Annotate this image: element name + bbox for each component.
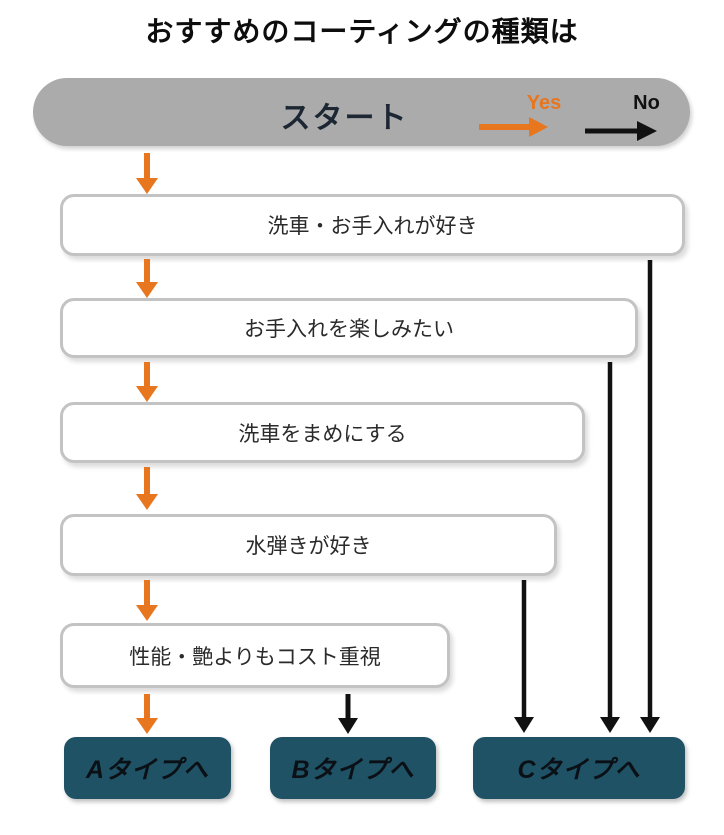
legend-no-label: No <box>633 92 660 114</box>
yes-arrow-q1-to-q2 <box>136 259 158 298</box>
yes-arrow-start-to-q1 <box>136 153 158 194</box>
start-label: スタート <box>280 102 409 135</box>
yes-arrow-q3-to-q4 <box>136 467 158 510</box>
no-line-q4-to-c <box>514 580 534 733</box>
question-box-1: 洗車・お手入れが好き <box>60 194 685 256</box>
question-box-2: お手入れを楽しみたい <box>60 298 638 358</box>
start-node: スタート Yes No <box>33 78 690 146</box>
no-arrow-icon <box>585 121 657 141</box>
no-arrow-q5-to-b <box>338 694 358 734</box>
yes-arrow-q2-to-q3 <box>136 362 158 402</box>
yes-arrow-q5-to-a <box>136 694 158 734</box>
result-box-a: Aタイプへ <box>64 737 231 799</box>
question-box-5: 性能・艶よりもコスト重視 <box>60 623 450 688</box>
yes-arrow-icon <box>479 117 548 137</box>
page-title: おすすめのコーティングの種類は <box>145 16 579 47</box>
legend-yes-label: Yes <box>526 92 562 114</box>
no-line-q2-to-c <box>600 362 620 733</box>
question-box-4: 水弾きが好き <box>60 514 557 576</box>
yes-arrow-q4-to-q5 <box>136 580 158 621</box>
question-box-3: 洗車をまめにする <box>60 402 585 463</box>
result-box-b: Bタイプへ <box>270 737 436 799</box>
result-box-c: Cタイプへ <box>473 737 685 799</box>
no-line-q1-to-c <box>640 260 660 733</box>
